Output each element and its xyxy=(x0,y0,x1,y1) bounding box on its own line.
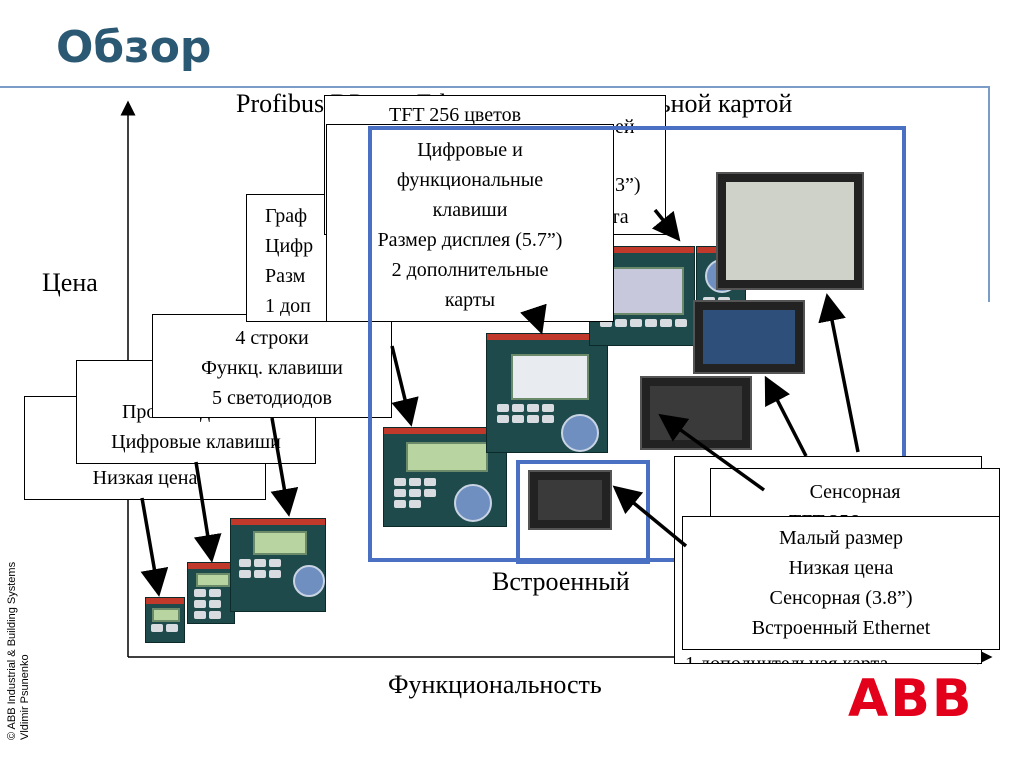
device-image-4-line xyxy=(230,518,326,612)
arrow-5 xyxy=(520,303,547,335)
header-rule-vertical xyxy=(988,86,990,302)
device-image-small xyxy=(145,597,185,643)
header-rule xyxy=(0,86,990,88)
x-axis-label: Функциональность xyxy=(388,670,602,699)
device-image-graphic xyxy=(383,427,507,527)
arrow-4 xyxy=(390,345,419,427)
arrow-3 xyxy=(270,417,299,517)
device-image-5-7 xyxy=(486,333,608,453)
arrow-9 xyxy=(658,413,766,492)
arrow-7 xyxy=(818,293,860,453)
touch-panel-large xyxy=(716,172,864,290)
arrow-2 xyxy=(193,461,222,563)
arrow-1 xyxy=(140,497,169,597)
svg-text:ABB: ABB xyxy=(848,670,972,720)
frame-blue-embedded xyxy=(516,460,650,564)
side-copyright: © ABB Industrial & Building Systems Vldi… xyxy=(6,561,31,740)
arrow-8 xyxy=(764,375,808,457)
touch-panel-embedded xyxy=(528,470,612,530)
touch-panel-medium xyxy=(693,300,805,374)
abb-logo: ABB xyxy=(848,670,972,720)
y-axis-label: Цена xyxy=(42,268,98,297)
arrow-10 xyxy=(612,485,688,548)
arrow-6 xyxy=(651,208,681,242)
page-title: Обзор xyxy=(56,22,212,73)
label-embedded: Встроенный xyxy=(492,567,630,596)
